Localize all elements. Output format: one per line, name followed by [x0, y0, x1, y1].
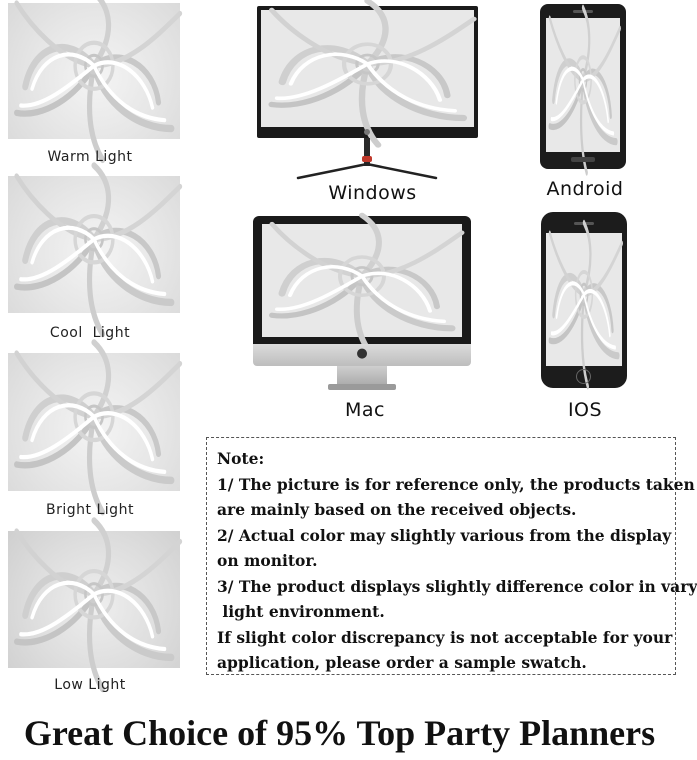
iphone-home-button	[576, 369, 591, 384]
note-line: 1/ The picture is for reference only, th…	[217, 474, 695, 494]
android-screen	[546, 18, 620, 152]
note-line: light environment.	[217, 602, 385, 621]
device-label-android: Android	[546, 178, 624, 200]
imac-base	[328, 384, 396, 390]
swatch-warm-light	[8, 3, 180, 139]
swatch-bright-light	[8, 353, 180, 491]
imac-stand	[337, 366, 387, 386]
monitor-neck	[364, 138, 370, 166]
swatch-label-cool: Cool Light	[49, 325, 131, 341]
note-line: 3/ The product displays slightly differe…	[217, 576, 697, 596]
swatch-cool-light	[8, 176, 180, 313]
monitor-stand	[296, 162, 438, 180]
swatch-label-low: Low Light	[54, 677, 126, 693]
note-line: 2/ Actual color may slightly various fro…	[217, 525, 672, 545]
note-box: Note: 1/ The picture is for reference on…	[206, 437, 697, 675]
device-label-ios: IOS	[567, 399, 603, 421]
swatch-low-light	[8, 531, 180, 668]
swatch-label-bright: Bright Light	[46, 502, 134, 518]
imac-screen	[262, 224, 462, 337]
note-heading: Note:	[217, 449, 265, 468]
note-line: are mainly based on the received objects…	[217, 500, 577, 519]
imac-chin	[253, 344, 471, 366]
apple-logo-icon: ●	[356, 346, 368, 361]
swatch-label-warm: Warm Light	[47, 149, 133, 165]
headline-banner: Great Choice of 95% Top Party Planners	[23, 713, 656, 753]
monitor-screen	[261, 10, 474, 127]
device-label-mac: Mac	[345, 399, 385, 421]
device-label-windows: Windows	[328, 182, 417, 204]
monitor-neck-accent	[362, 156, 372, 162]
android-home-bar	[571, 157, 595, 162]
note-line: application, please order a sample swatc…	[217, 653, 587, 672]
iphone-screen	[546, 233, 622, 366]
monitor-logo	[364, 129, 370, 135]
note-line: on monitor.	[217, 551, 318, 570]
note-line: If slight color discrepancy is not accep…	[217, 627, 673, 647]
